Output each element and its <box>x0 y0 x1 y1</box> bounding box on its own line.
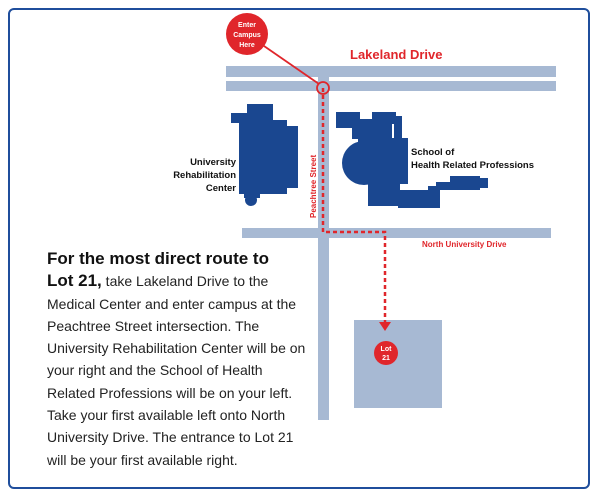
university-rehabilitation-center-building <box>231 104 298 206</box>
school-label-line-2: Health Related Professions <box>411 160 534 171</box>
enter-marker-line-2: Campus <box>233 32 261 39</box>
enter-marker-line-1: Enter <box>238 22 256 29</box>
school-label-line-1: School of <box>411 147 455 158</box>
lakeland-drive-road-south <box>226 81 556 91</box>
peachtree-street-label: Peachtree Street <box>309 155 318 218</box>
lot-21-area <box>354 320 442 408</box>
directions-lead-line-2: Lot 21, <box>47 271 102 291</box>
lakeland-drive-label: Lakeland Drive <box>350 47 443 62</box>
north-university-drive-road <box>242 228 551 238</box>
north-university-drive-label: North University Drive <box>422 240 507 249</box>
lot-marker-line-2: 21 <box>382 355 390 362</box>
rehab-label-line-2: Rehabilitation <box>173 170 236 181</box>
rehab-label-line-3: Center <box>206 183 236 194</box>
enter-marker-line-3: Here <box>239 42 255 49</box>
directions-lead-line-1: For the most direct route to <box>47 249 269 268</box>
roads <box>226 66 556 420</box>
lakeland-drive-road <box>226 66 556 77</box>
enter-campus-marker: Enter Campus Here <box>226 13 268 55</box>
lot-marker-line-1: Lot <box>381 346 393 353</box>
lot-21-marker: Lot 21 <box>374 341 398 365</box>
enter-point-ring <box>316 81 330 95</box>
peachtree-street-road <box>318 76 329 420</box>
directions-text: For the most direct route to Lot 21, tak… <box>47 248 309 471</box>
route-arrow-icon <box>379 322 391 331</box>
school-health-related-professions-building <box>336 112 488 208</box>
directions-body: take Lakeland Drive to the Medical Cente… <box>47 273 306 468</box>
route-path <box>263 45 391 331</box>
rehab-label-line-1: University <box>190 157 237 168</box>
